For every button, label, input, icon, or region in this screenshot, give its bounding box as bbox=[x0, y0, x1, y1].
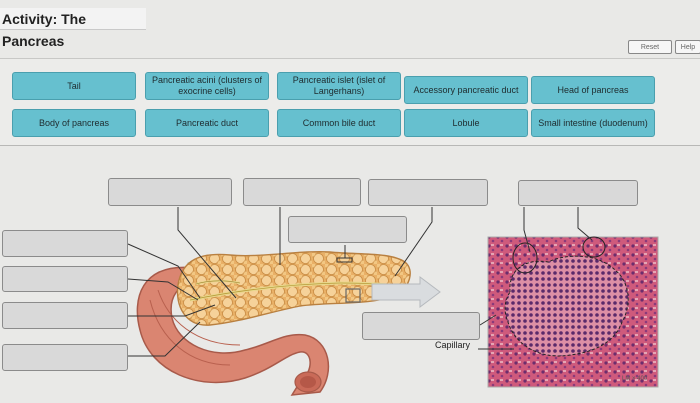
term-lobule[interactable]: Lobule bbox=[404, 109, 528, 137]
reset-button[interactable]: Reset bbox=[628, 40, 672, 54]
drop-target-5[interactable] bbox=[288, 216, 407, 243]
drop-target-4[interactable] bbox=[518, 180, 638, 206]
drop-target-3[interactable] bbox=[368, 179, 488, 206]
drop-target-9[interactable] bbox=[2, 344, 128, 371]
capillary-label: Capillary bbox=[435, 340, 471, 350]
term-small-intestine[interactable]: Small intestine (duodenum) bbox=[531, 109, 655, 137]
term-pancreatic-acini[interactable]: Pancreatic acini (clusters of exocrine c… bbox=[145, 72, 269, 100]
histology-micrograph bbox=[487, 236, 659, 388]
term-bank: Tail Pancreatic acini (clusters of exocr… bbox=[0, 58, 700, 146]
drop-target-1[interactable] bbox=[108, 178, 232, 206]
help-button[interactable]: Help bbox=[675, 40, 700, 54]
drop-target-10[interactable] bbox=[362, 312, 480, 340]
term-head-of-pancreas[interactable]: Head of pancreas bbox=[531, 76, 655, 104]
drop-target-7[interactable] bbox=[2, 266, 128, 292]
magnification-label: LM × 400 bbox=[622, 376, 648, 382]
drop-target-2[interactable] bbox=[243, 178, 361, 206]
term-pancreatic-duct[interactable]: Pancreatic duct bbox=[145, 109, 269, 137]
page-title: Activity: The Pancreas bbox=[0, 8, 146, 49]
term-body-of-pancreas[interactable]: Body of pancreas bbox=[12, 109, 136, 137]
drop-target-6[interactable] bbox=[2, 230, 128, 257]
term-accessory-pancreatic-duct[interactable]: Accessory pancreatic duct bbox=[404, 76, 528, 104]
term-tail[interactable]: Tail bbox=[12, 72, 136, 100]
term-pancreatic-islet[interactable]: Pancreatic islet (islet of Langerhans) bbox=[277, 72, 401, 100]
drop-target-8[interactable] bbox=[2, 302, 128, 329]
term-common-bile-duct[interactable]: Common bile duct bbox=[277, 109, 401, 137]
